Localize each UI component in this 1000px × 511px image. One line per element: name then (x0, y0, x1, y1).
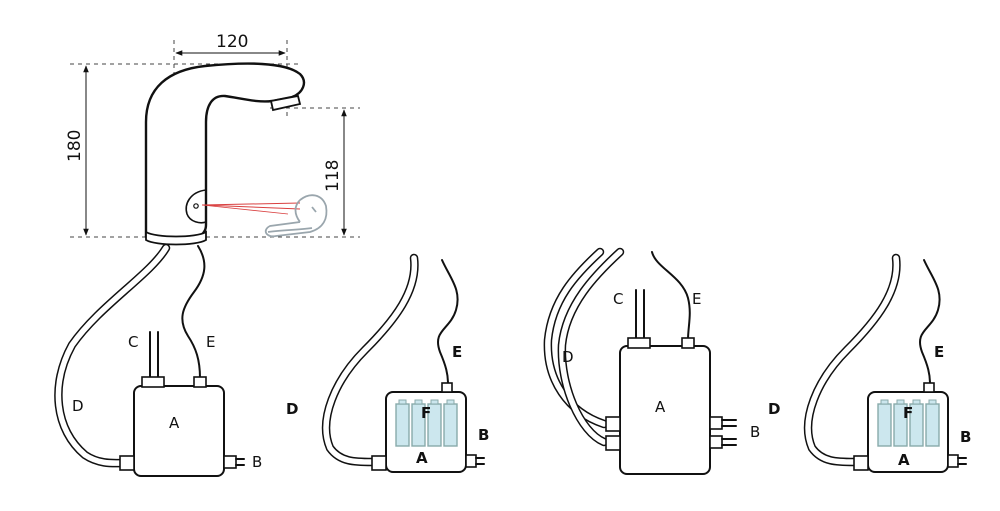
faucet-aerator (269, 94, 302, 112)
label-b: B (960, 428, 971, 446)
label-d: D (768, 400, 780, 418)
label-e: E (692, 290, 701, 308)
label-f: F (421, 404, 431, 422)
height-dimension-label: 180 (65, 130, 85, 162)
control-box-double (619, 345, 711, 475)
label-b: B (478, 426, 489, 444)
label-d: D (562, 348, 574, 366)
spout-height-dimension-label: 118 (323, 160, 343, 192)
sensor-window (185, 189, 207, 224)
label-c: C (128, 333, 138, 351)
figure-battery-single: F A B D E (286, 253, 489, 473)
sensor-beam (201, 202, 301, 206)
battery-pack-icon (877, 399, 940, 447)
sensor-icon (193, 203, 199, 209)
label-d: D (286, 400, 298, 418)
figure-mains-double: A B C D E (543, 247, 760, 475)
label-a: A (169, 414, 180, 432)
control-box (133, 385, 225, 477)
label-c: C (613, 290, 623, 308)
hand-icon (264, 194, 328, 238)
label-a: A (655, 398, 666, 416)
label-e: E (206, 333, 215, 351)
battery-pack-icon (395, 399, 458, 447)
label-a: A (416, 449, 428, 467)
label-b: B (750, 423, 760, 441)
faucet-base (145, 230, 207, 246)
faucet-figure: 120 180 118 (65, 32, 360, 246)
label-f: F (903, 404, 913, 422)
label-e: E (452, 343, 462, 361)
label-b: B (252, 453, 262, 471)
figure-mains-single: A B C D E (54, 243, 262, 477)
width-dimension-label: 120 (216, 32, 248, 52)
label-d: D (72, 397, 84, 415)
label-e: E (934, 343, 944, 361)
figure-battery-double: F A B D E (768, 253, 971, 473)
label-a: A (898, 451, 910, 469)
faucet-body (144, 62, 306, 243)
